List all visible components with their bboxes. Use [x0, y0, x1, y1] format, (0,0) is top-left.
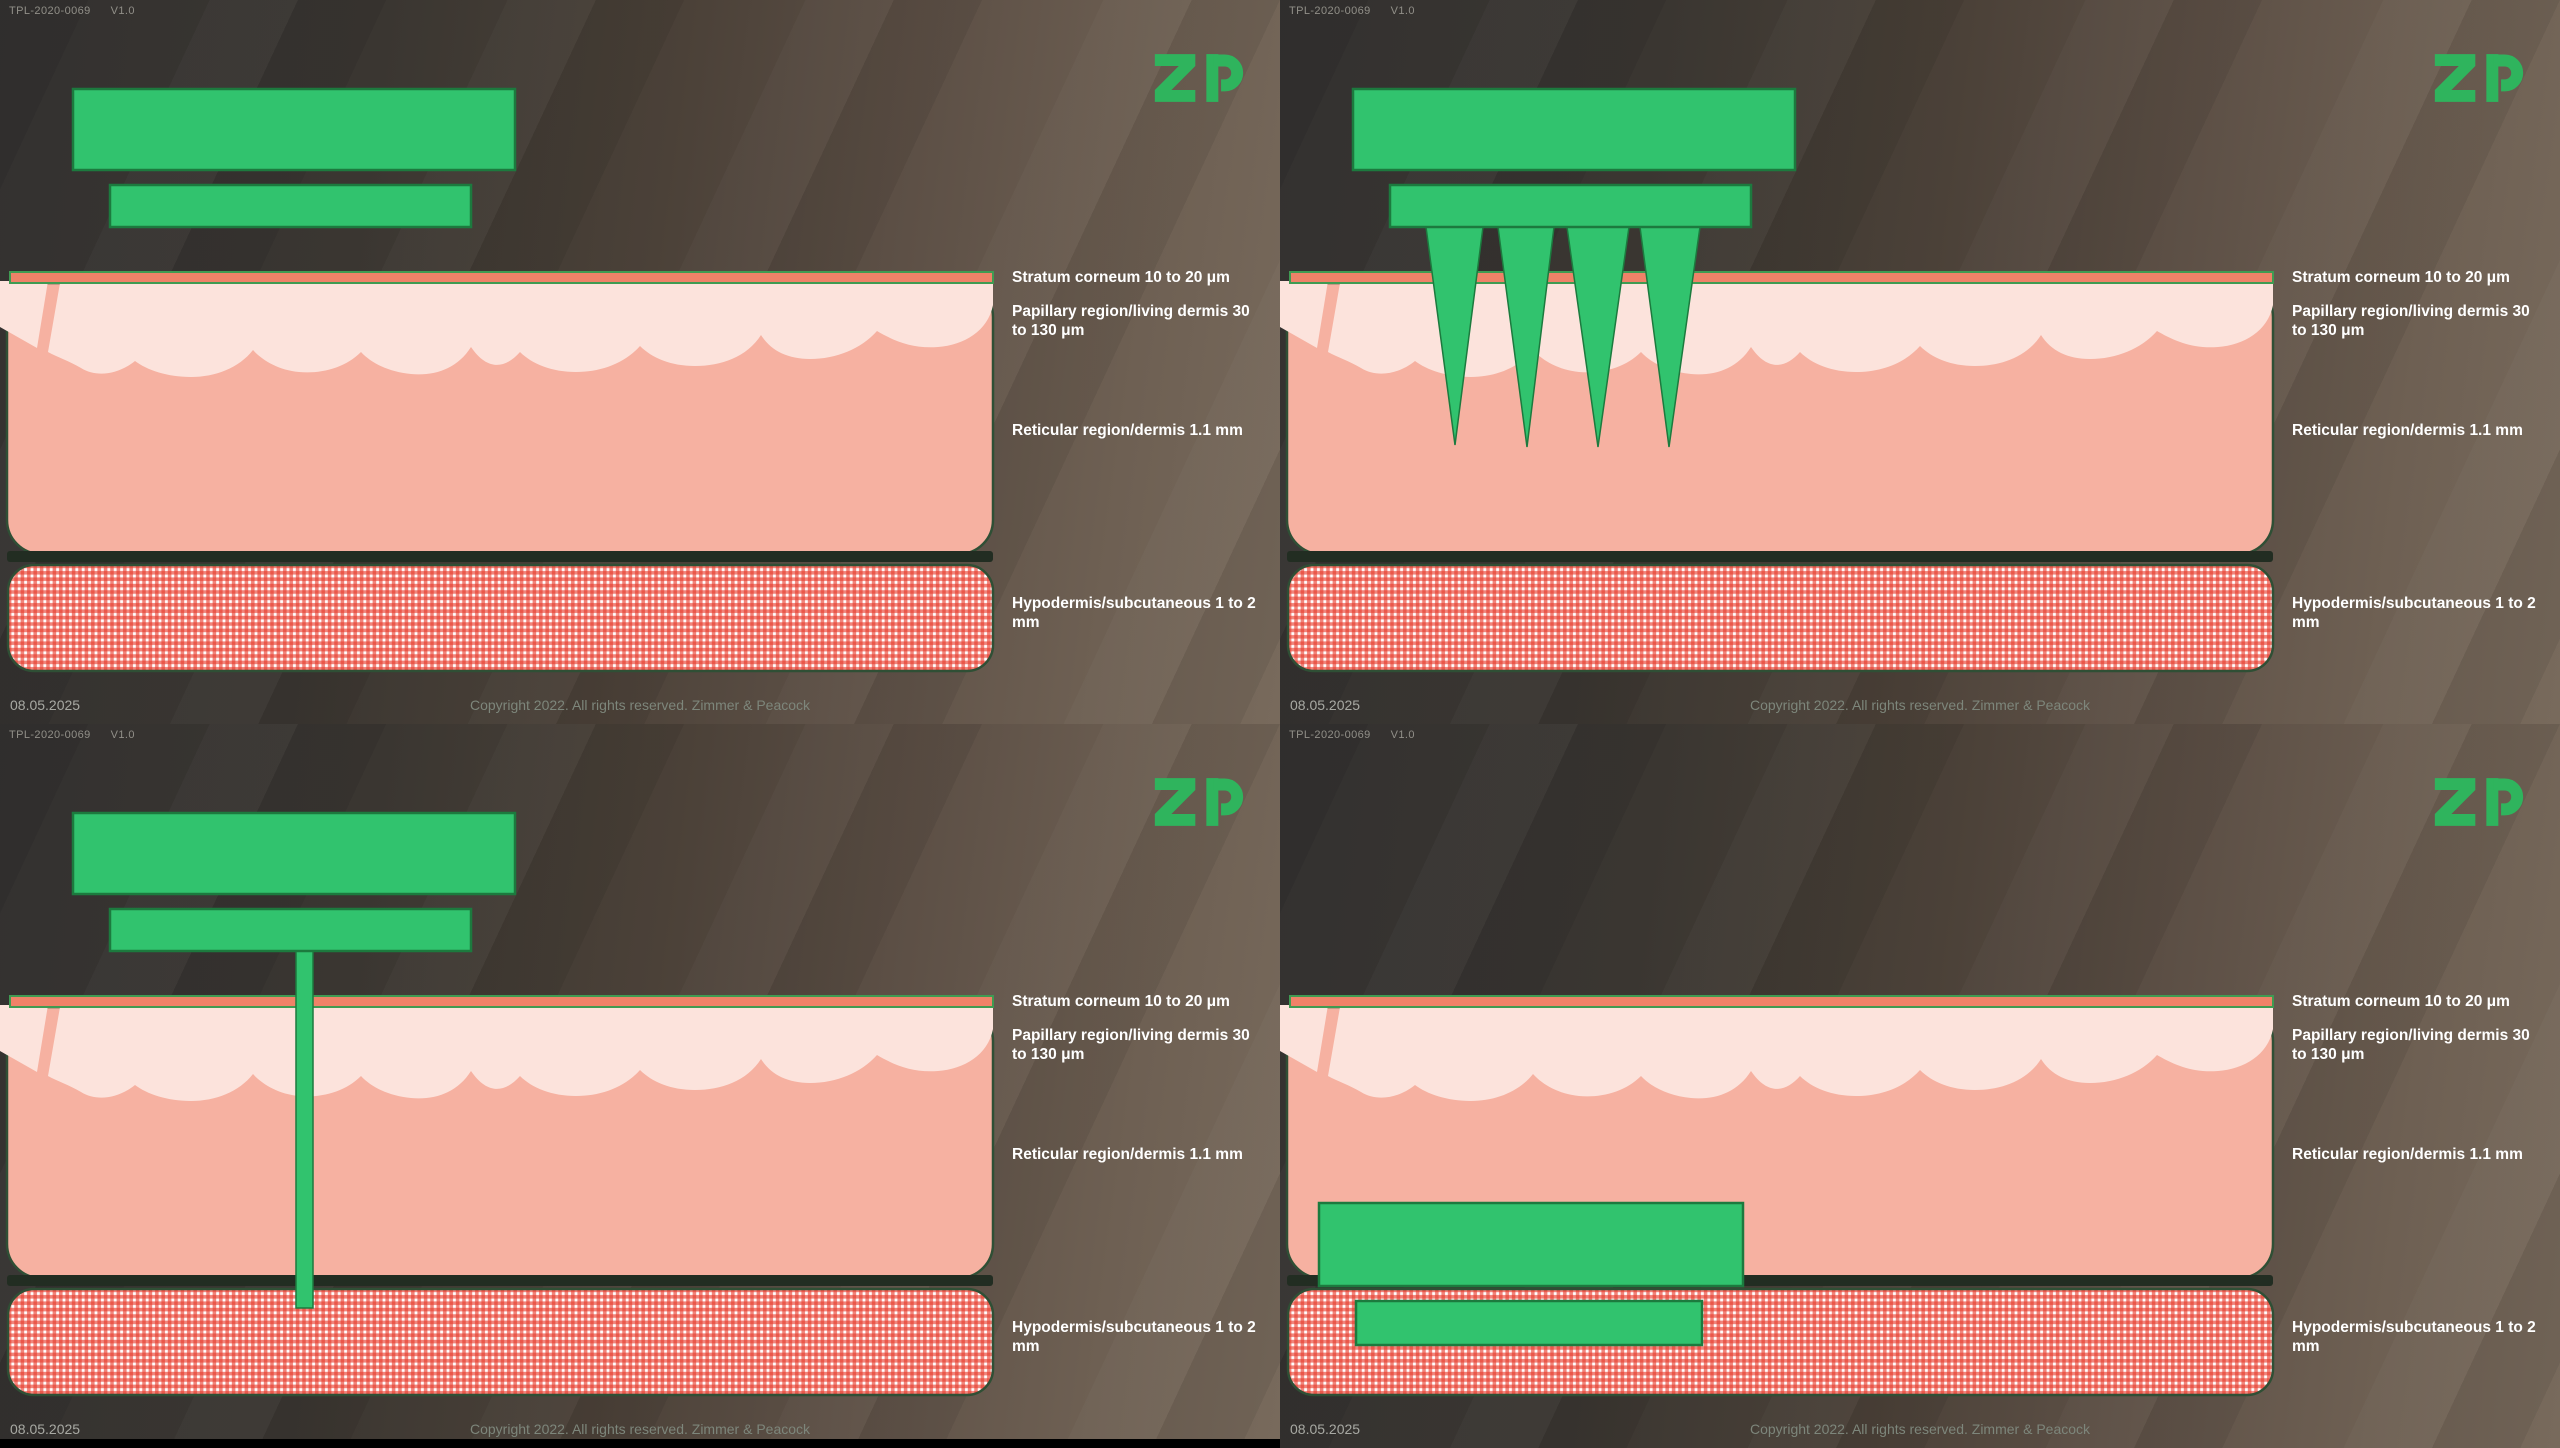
footer-copyright: Copyright 2022. All rights reserved. Zim…	[469, 697, 811, 713]
skin-layers	[0, 994, 995, 1397]
slide-panel-microneedles: TPL-2020-0069 V1.0 Stratum corneum 10 to…	[1280, 0, 2560, 724]
slide-panel-implanted: TPL-2020-0069 V1.0 Stratum corneum 10 to…	[1280, 724, 2560, 1448]
device-body	[71, 811, 517, 953]
device-body	[1351, 87, 1797, 229]
skin-layers	[0, 270, 995, 673]
label-reticular: Reticular region/dermis 1.1 mm	[1012, 422, 1243, 439]
footer-copyright: Copyright 2022. All rights reserved. Zim…	[469, 1421, 811, 1437]
doc-version: V1.0	[1390, 5, 1415, 17]
label-reticular: Reticular region/dermis 1.1 mm	[2292, 422, 2523, 439]
label-stratum-corneum: Stratum corneum 10 to 20 μm	[1012, 269, 1230, 286]
footer-date: 08.05.2025	[1290, 697, 1361, 713]
label-reticular: Reticular region/dermis 1.1 mm	[1012, 1146, 1243, 1163]
doc-header: TPL-2020-0069 V1.0	[9, 729, 135, 741]
doc-version: V1.0	[110, 729, 135, 741]
label-stratum-corneum: Stratum corneum 10 to 20 μm	[2292, 993, 2510, 1010]
footer-copyright: Copyright 2022. All rights reserved. Zim…	[1749, 697, 2091, 713]
label-hypodermis: Hypodermis/subcutaneous 1 to 2 mm	[2292, 595, 2536, 631]
label-papillary: Papillary region/living dermis 30 to 130…	[2292, 1027, 2530, 1063]
footer-date: 08.05.2025	[10, 1421, 81, 1437]
label-hypodermis: Hypodermis/subcutaneous 1 to 2 mm	[1012, 1319, 1256, 1355]
label-hypodermis: Hypodermis/subcutaneous 1 to 2 mm	[2292, 1319, 2536, 1355]
doc-id: TPL-2020-0069	[9, 729, 91, 741]
doc-id: TPL-2020-0069	[9, 5, 91, 17]
footer-date: 08.05.2025	[10, 697, 81, 713]
label-stratum-corneum: Stratum corneum 10 to 20 μm	[2292, 269, 2510, 286]
doc-header: TPL-2020-0069 V1.0	[1289, 5, 1415, 17]
label-reticular: Reticular region/dermis 1.1 mm	[2292, 1146, 2523, 1163]
doc-header: TPL-2020-0069 V1.0	[1289, 729, 1415, 741]
label-hypodermis: Hypodermis/subcutaneous 1 to 2 mm	[1012, 595, 1256, 631]
label-papillary: Papillary region/living dermis 30 to 130…	[2292, 303, 2530, 339]
label-stratum-corneum: Stratum corneum 10 to 20 μm	[1012, 993, 1230, 1010]
single-needle	[295, 945, 314, 1309]
footer-copyright: Copyright 2022. All rights reserved. Zim…	[1749, 1421, 2091, 1437]
device-body	[71, 87, 517, 229]
doc-id: TPL-2020-0069	[1289, 5, 1371, 17]
doc-header: TPL-2020-0069 V1.0	[9, 5, 135, 17]
footer-date: 08.05.2025	[1290, 1421, 1361, 1437]
slide-panel-device-above: TPL-2020-0069 V1.0 Stratum corneum 10 to…	[0, 0, 1280, 724]
doc-version: V1.0	[110, 5, 135, 17]
skin-layers	[1280, 270, 2275, 673]
doc-id: TPL-2020-0069	[1289, 729, 1371, 741]
label-papillary: Papillary region/living dermis 30 to 130…	[1012, 303, 1250, 339]
implanted-device	[1317, 1201, 1745, 1347]
doc-version: V1.0	[1390, 729, 1415, 741]
slide-panel-single-needle: TPL-2020-0069 V1.0 Stratum corneum 10 to…	[0, 724, 1280, 1448]
label-papillary: Papillary region/living dermis 30 to 130…	[1012, 1027, 1250, 1063]
